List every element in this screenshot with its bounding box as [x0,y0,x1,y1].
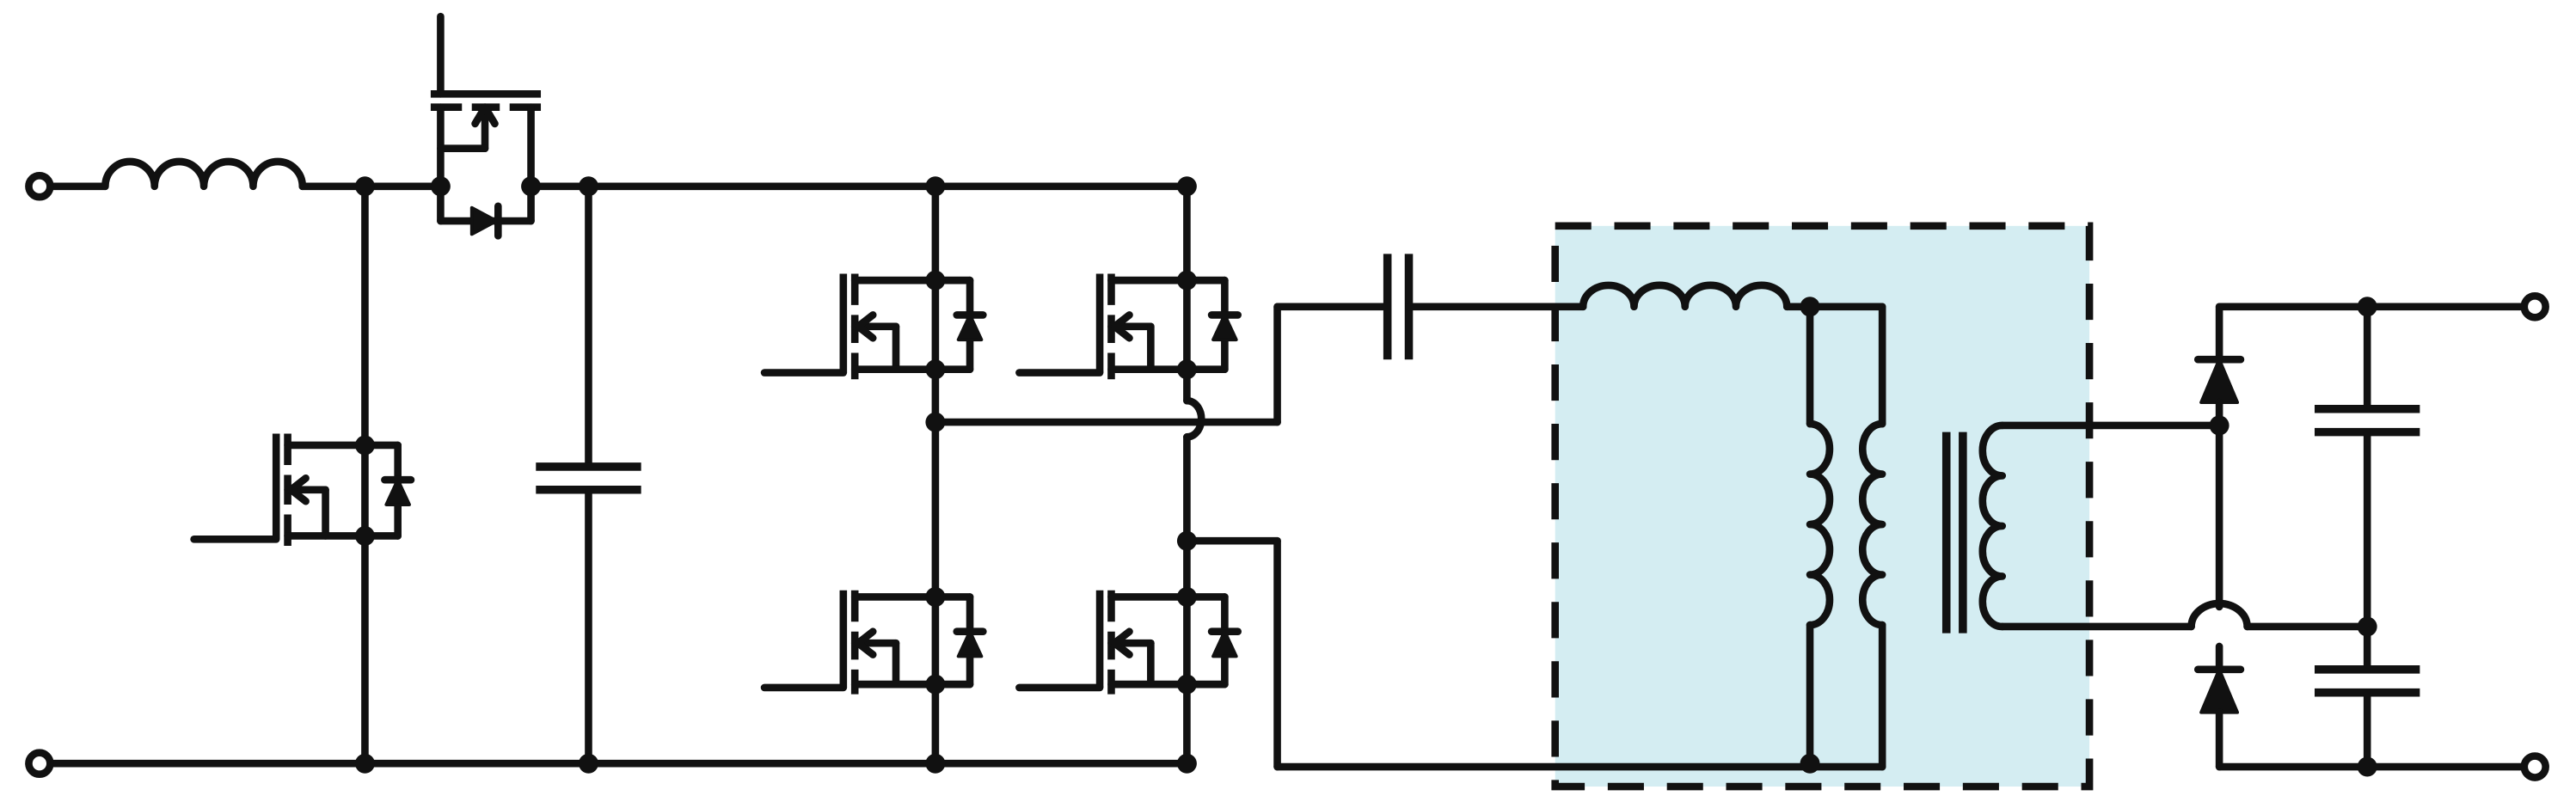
boost-diode [469,205,499,236]
input-inductor [101,157,307,191]
transformer-primary [1858,419,1886,629]
output-terminal-positive [2520,292,2549,321]
input-mosfet [190,433,415,546]
input-diode [384,478,411,506]
input-terminal-positive [25,171,54,201]
resonant-tank-highlight-box [1551,222,2094,791]
bridge-outputs [931,254,1886,771]
bridge-mosfet-q2 [1015,273,1242,380]
bridge-mosfet-q1 [760,273,987,380]
bridge-mosfet-q3 [760,590,987,695]
output-terminal-negative [2520,752,2549,781]
input-terminal-negative [25,749,54,778]
output-section [2187,303,2536,771]
transformer-secondary [1978,421,2007,631]
magnetizing-inductor [1806,419,1834,629]
output-diode-lower [2199,667,2240,714]
boost-switch [430,12,542,240]
resonant-tank [1579,281,2223,771]
junction-dots [354,176,2377,777]
resonant-inductor [1579,281,1791,311]
terminals [25,171,2549,781]
input-section [46,157,940,768]
output-diode-upper [2199,358,2240,404]
bridge-mosfet-q4 [1015,590,1242,695]
